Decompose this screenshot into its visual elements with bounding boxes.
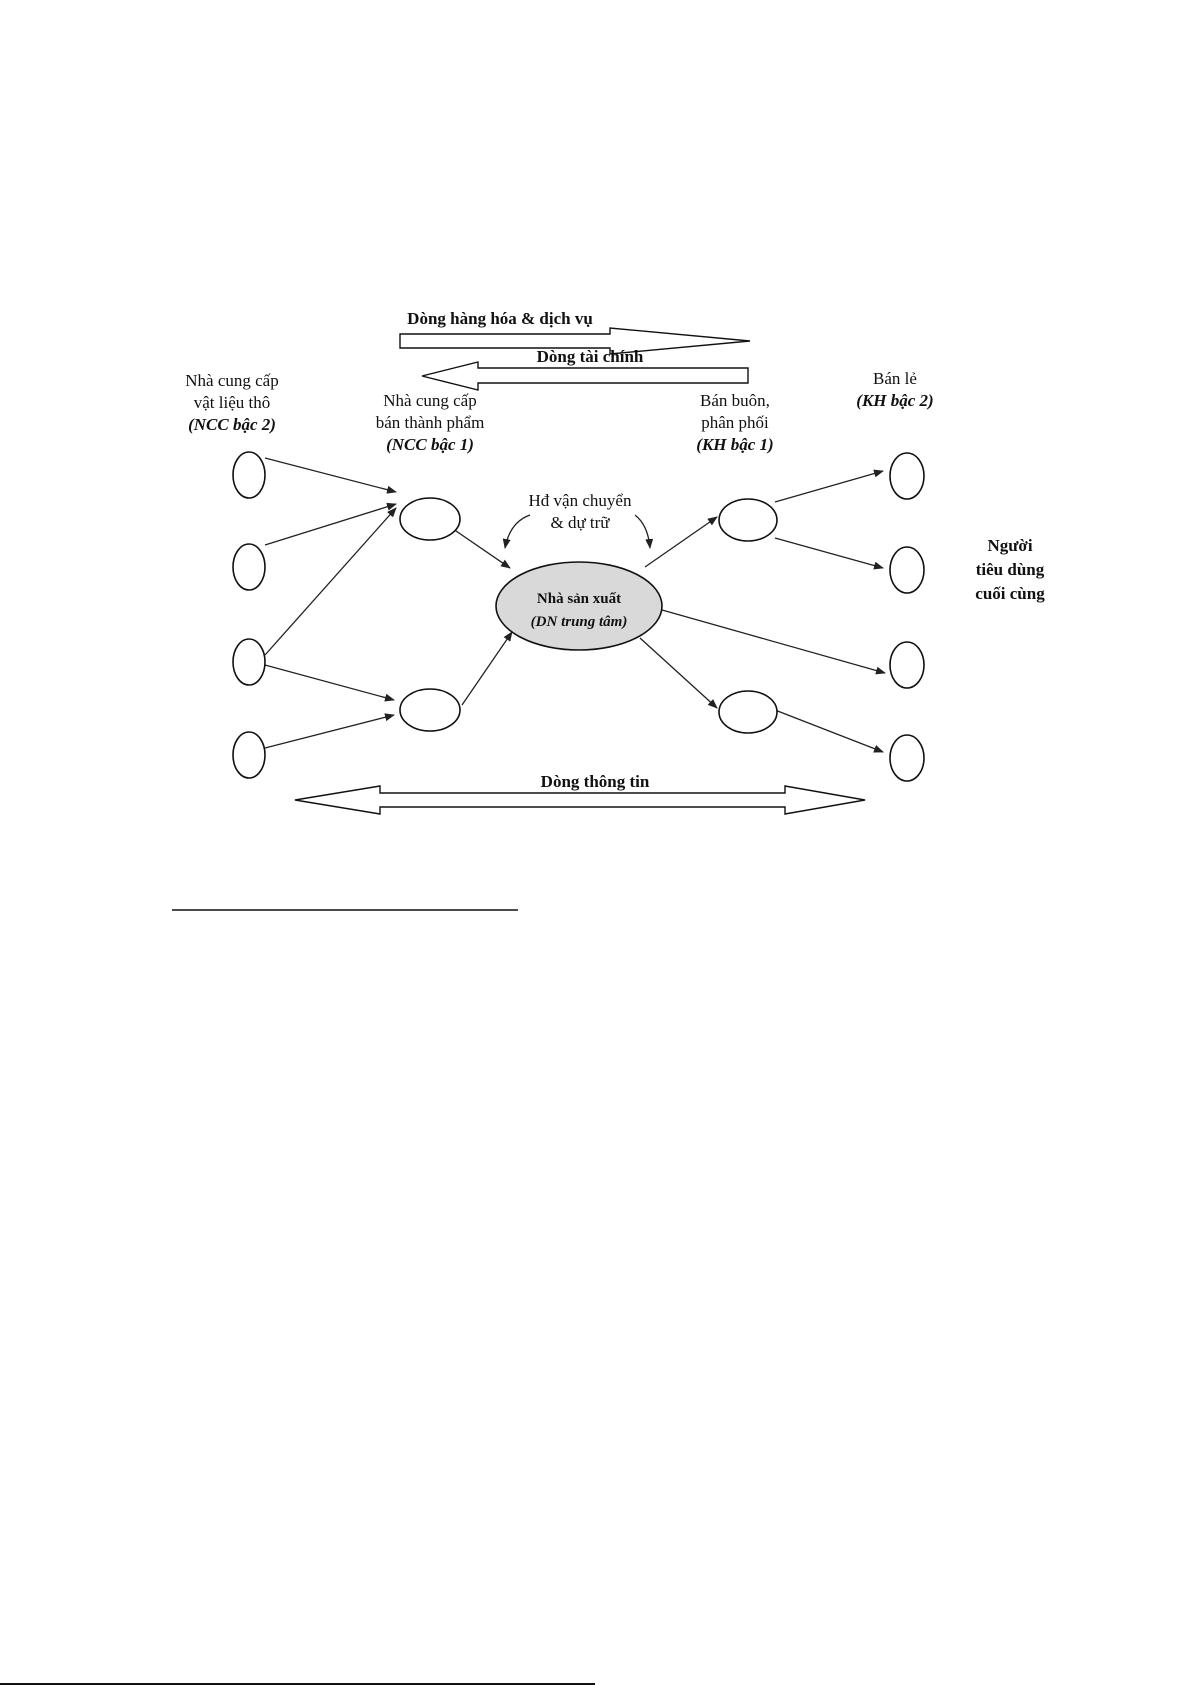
svg-text:Nhà cung cấp: Nhà cung cấp [383, 391, 476, 410]
tier2-customer-node [889, 452, 925, 500]
svg-text:vật liệu thô: vật liệu thô [194, 393, 270, 412]
svg-text:Nhà cung cấp: Nhà cung cấp [185, 371, 278, 390]
logistics-label: Hđ vận chuyển & dự trữ [529, 491, 632, 532]
tier1-supplier-node [399, 497, 461, 541]
svg-text:Bán buôn,: Bán buôn, [700, 391, 770, 410]
goods-flow-label: Dòng hàng hóa & dịch vụ [407, 309, 593, 328]
svg-text:& dự trữ: & dự trữ [550, 513, 610, 532]
information-flow-arrow [294, 785, 866, 815]
svg-text:(NCC bậc 2): (NCC bậc 2) [188, 415, 276, 434]
tier2-customer-node [889, 734, 925, 782]
svg-text:cuối cùng: cuối cùng [975, 584, 1045, 603]
finance-flow-label: Dòng tài chính [537, 347, 644, 366]
tier1-customers-label: Bán buôn, phân phối (KH bậc 1) [696, 391, 773, 454]
svg-text:tiêu dùng: tiêu dùng [976, 560, 1045, 579]
svg-text:phân phối: phân phối [701, 413, 769, 432]
svg-text:Bán lẻ: Bán lẻ [873, 369, 917, 388]
svg-text:Người: Người [987, 536, 1032, 555]
tier1-supplier-node [399, 688, 461, 732]
end-consumer-label: Người tiêu dùng cuối cùng [975, 536, 1045, 603]
tier2-customer-node [889, 641, 925, 689]
tier1-suppliers-label: Nhà cung cấp bán thành phẩm (NCC bậc 1) [376, 391, 485, 454]
svg-text:(KH bậc 1): (KH bậc 1) [696, 435, 773, 454]
svg-text:(NCC bậc 1): (NCC bậc 1) [386, 435, 474, 454]
svg-text:Hđ vận chuyển: Hđ vận chuyển [529, 491, 632, 510]
tier2-supplier-node [232, 638, 266, 686]
tier2-supplier-node [232, 543, 266, 591]
manufacturer-node: Nhà sản xuất (DN trung tâm) [495, 561, 663, 651]
edges [264, 457, 886, 753]
svg-text:Nhà sản xuất: Nhà sản xuất [537, 591, 621, 607]
svg-text:(DN trung tâm): (DN trung tâm) [531, 614, 628, 630]
tier2-customers-label: Bán lẻ (KH bậc 2) [856, 369, 933, 410]
finance-flow-arrow [421, 361, 749, 391]
information-flow-label: Dòng thông tin [541, 772, 650, 791]
tier2-supplier-node [232, 731, 266, 779]
tier2-customer-node [889, 546, 925, 594]
svg-text:(KH bậc 2): (KH bậc 2) [856, 391, 933, 410]
svg-text:bán thành phẩm: bán thành phẩm [376, 413, 485, 432]
tier2-supplier-node [232, 451, 266, 499]
tier2-suppliers-label: Nhà cung cấp vật liệu thô (NCC bậc 2) [185, 371, 278, 434]
goods-flow-arrow [399, 327, 751, 355]
tier1-customer-node [718, 690, 778, 734]
tier1-customer-node [718, 498, 778, 542]
